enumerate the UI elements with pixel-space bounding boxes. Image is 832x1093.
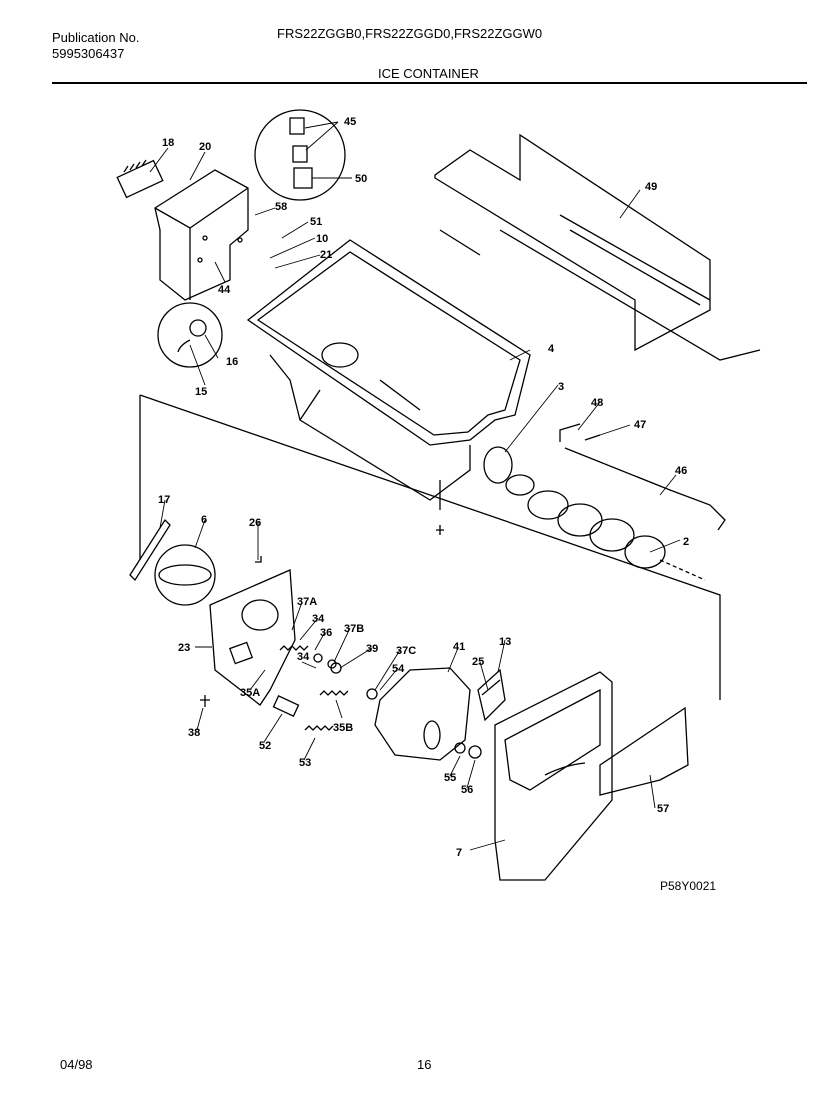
label-48: 48 xyxy=(591,397,603,409)
label-15: 15 xyxy=(195,386,207,398)
label-18: 18 xyxy=(162,137,174,149)
flap-57 xyxy=(599,706,689,796)
rod-46 xyxy=(559,423,726,531)
label-55: 55 xyxy=(444,772,456,784)
label-47: 47 xyxy=(634,419,646,431)
label-7: 7 xyxy=(456,847,462,859)
mounting-plate-23 xyxy=(209,569,296,706)
label-51: 51 xyxy=(310,216,322,228)
footer-page-number: 16 xyxy=(417,1057,432,1072)
label-54: 54 xyxy=(392,663,405,675)
publication-number: 5995306437 xyxy=(52,46,125,61)
assembly-outline xyxy=(139,394,721,700)
label-53: 53 xyxy=(299,757,311,769)
lamp-inset-15-16 xyxy=(157,302,223,368)
label-41: 41 xyxy=(453,641,465,653)
crusher-blade-6 xyxy=(129,518,216,606)
label-50: 50 xyxy=(355,173,367,185)
door-7 xyxy=(494,671,613,881)
label-37C: 37C xyxy=(396,645,416,657)
switch-inset-45-50 xyxy=(254,109,346,201)
label-56: 56 xyxy=(461,784,473,796)
motor-housing-41 xyxy=(374,667,482,761)
label-3: 3 xyxy=(558,381,564,393)
auger-spiral-2 xyxy=(483,446,706,581)
bracket-assembly-20 xyxy=(116,159,249,301)
label-16: 16 xyxy=(226,356,238,368)
leader-lines xyxy=(149,121,681,851)
label-44: 44 xyxy=(218,284,231,296)
label-2: 2 xyxy=(683,536,689,548)
label-25: 25 xyxy=(472,656,484,668)
label-45: 45 xyxy=(344,116,356,128)
label-37B: 37B xyxy=(344,623,364,635)
label-35B: 35B xyxy=(333,722,353,734)
label-35A: 35A xyxy=(240,687,260,699)
model-numbers: FRS22ZGGB0,FRS22ZGGD0,FRS22ZGGW0 xyxy=(277,26,543,41)
label-17: 17 xyxy=(158,494,170,506)
header-rule xyxy=(52,82,807,84)
label-34b: 34 xyxy=(297,651,310,663)
part-number-labels: 18 20 45 50 49 58 51 10 21 44 4 16 15 3 … xyxy=(158,116,689,859)
label-49: 49 xyxy=(645,181,657,193)
label-20: 20 xyxy=(199,141,211,153)
label-26: 26 xyxy=(249,517,261,529)
label-36: 36 xyxy=(320,627,332,639)
drawing-code: P58Y0021 xyxy=(660,879,716,893)
label-21: 21 xyxy=(320,249,332,261)
publication-label: Publication No. xyxy=(52,30,140,45)
label-10: 10 xyxy=(316,233,328,245)
label-37A: 37A xyxy=(297,596,317,608)
label-34a: 34 xyxy=(312,613,325,625)
label-58: 58 xyxy=(275,201,287,213)
label-13: 13 xyxy=(499,636,511,648)
label-39: 39 xyxy=(366,643,378,655)
springs-and-fasteners xyxy=(200,556,378,731)
label-23: 23 xyxy=(178,642,190,654)
rear-bracket-49 xyxy=(434,133,761,361)
shield-13 xyxy=(477,668,506,722)
label-6: 6 xyxy=(201,514,207,526)
ice-container-4 xyxy=(246,239,531,535)
label-57: 57 xyxy=(657,803,669,815)
label-4: 4 xyxy=(548,343,555,355)
section-title: ICE CONTAINER xyxy=(378,66,479,81)
label-46: 46 xyxy=(675,465,687,477)
footer-date: 04/98 xyxy=(60,1057,93,1072)
label-38: 38 xyxy=(188,727,200,739)
label-52: 52 xyxy=(259,740,271,752)
